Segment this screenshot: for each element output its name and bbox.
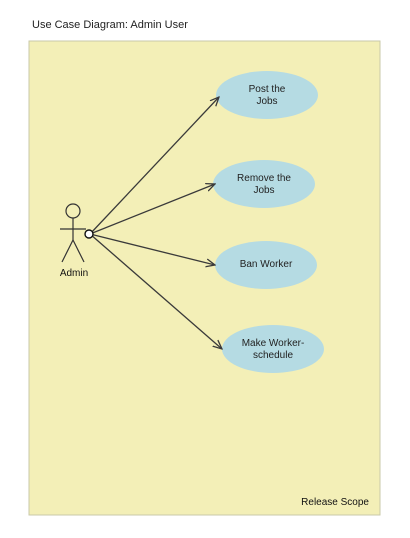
usecase-ban-worker[interactable] [215, 241, 317, 289]
system-boundary-label: Release Scope [301, 497, 369, 508]
association-ban-worker [89, 233, 215, 265]
diagram-title: Use Case Diagram: Admin User [32, 19, 188, 31]
association-make-worker-schedule [89, 233, 222, 349]
usecase-remove-jobs[interactable] [213, 160, 315, 208]
association-post-jobs [89, 97, 219, 235]
association-remove-jobs [89, 184, 215, 235]
association-origin-port [84, 229, 94, 239]
actor-name: Admin [59, 268, 89, 279]
usecase-post-jobs[interactable] [216, 71, 318, 119]
usecase-label-make-worker-schedule: Make Worker- schedule [241, 338, 305, 361]
usecase-label-post-jobs: Post the Jobs [248, 84, 286, 107]
usecase-make-worker-schedule[interactable] [222, 325, 324, 373]
actor-figure[interactable] [60, 203, 86, 263]
usecase-label-ban-worker: Ban Worker [239, 259, 293, 270]
usecase-label-remove-jobs: Remove the Jobs [237, 173, 291, 196]
system-boundary [28, 40, 381, 516]
